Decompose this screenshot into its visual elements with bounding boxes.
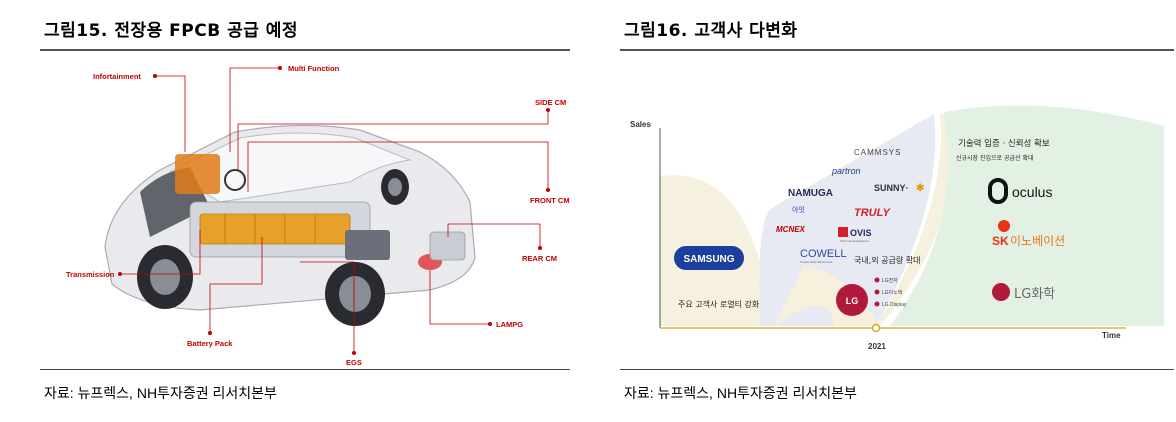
brand-cowell: COWELL <box>800 248 846 260</box>
zone1-caption: 주요 고객사 로열티 강화 <box>678 299 760 309</box>
year-marker <box>871 323 881 333</box>
brand-lg-chem: LG화학 <box>1014 287 1055 302</box>
brand-truly: TRULY <box>854 207 892 219</box>
lg-electronics: LG전자 <box>882 277 898 284</box>
bottom-rule <box>620 369 1174 370</box>
brand-sk: SK <box>992 234 1009 248</box>
customer-diversification-diagram: Sales Time 2021 SAMSUNG 주요 고객사 로열티 강화 CA… <box>630 105 1164 351</box>
figure-16-title: 그림16. 고객사 다변화 <box>624 21 798 41</box>
brand-namuga: NAMUGA <box>788 188 833 199</box>
ovis-mark <box>838 227 848 237</box>
lg-logo-text: LG <box>846 296 859 306</box>
zone-gap <box>834 114 956 326</box>
brand-sunny-cn: ✱ <box>916 183 925 194</box>
oculus-logo <box>988 178 1008 204</box>
samsung-logo <box>674 246 744 270</box>
label-transmission: Transmission <box>66 270 115 279</box>
lg-innotek: LG이노텍 <box>882 289 903 296</box>
figure-16-panel: 그림16. 고객사 다변화 Sales Time 2021 SAMSUNG 주요… <box>604 0 1176 422</box>
svg-text:SAMSUNG: SAMSUNG <box>683 254 734 265</box>
figure-16-source: 자료: 뉴프렉스, NH투자증권 리서치본부 <box>624 385 857 401</box>
zone3-subcaption: 신규시장 진입으로 공급선 확대 <box>956 154 1033 162</box>
zone-new-market <box>890 105 1164 326</box>
y-axis-label: Sales <box>630 120 651 129</box>
label-infotainment: Infortainment <box>93 72 141 81</box>
label-lampg: LAMPG <box>496 320 523 329</box>
sk-logo <box>998 220 1010 232</box>
zone3-caption: 기술력 입증 · 신뢰성 확보 <box>958 138 1050 149</box>
year-label: 2021 <box>868 342 886 351</box>
label-front-cm: FRONT CM <box>530 196 570 205</box>
label-egs: EGS <box>346 358 362 367</box>
brand-sk-innovation: 이노베이션 <box>1010 234 1065 248</box>
label-battery-pack: Battery Pack <box>187 339 233 348</box>
title-rule <box>40 49 570 51</box>
figure-15-panel: 그림15. 전장용 FPCB 공급 예정 <box>0 0 580 422</box>
brand-partron: partron <box>831 166 861 176</box>
brand-cammsys: CAMMSYS <box>854 148 901 157</box>
lg-chem-logo <box>992 283 1010 301</box>
callout-lines <box>120 67 549 353</box>
callout-dots <box>118 66 550 355</box>
lg-logo <box>836 284 868 316</box>
zone2-caption: 국내,외 공급량 확대 <box>854 255 921 265</box>
cowell-subtitle: Cowell Optic Electronics <box>800 260 833 264</box>
bottom-rule <box>40 369 570 370</box>
figure-15-source: 자료: 뉴프렉스, NH투자증권 리서치본부 <box>44 385 277 401</box>
brand-sunny: SUNNY· <box>874 183 909 193</box>
figure-15-title: 그림15. 전장용 FPCB 공급 예정 <box>44 21 299 41</box>
car-diagram: Infortainment Multi Function SIDE CM FRO… <box>66 64 570 367</box>
ovis-subtitle: Total Visual Appliance <box>840 239 869 243</box>
brand-ovis: OVIS <box>850 228 872 238</box>
brand-ahn: 아잇 <box>792 205 805 214</box>
lg-display: LG Display <box>882 302 907 308</box>
car-illustration <box>104 124 476 326</box>
x-axis-label: Time <box>1102 331 1121 340</box>
label-rear-cm: REAR CM <box>522 254 557 263</box>
label-multi-function: Multi Function <box>288 64 340 73</box>
brand-mcnex: MCNEX <box>776 225 806 234</box>
brand-oculus: oculus <box>1012 184 1052 200</box>
label-side-cm: SIDE CM <box>535 98 566 107</box>
title-rule <box>620 49 1174 51</box>
